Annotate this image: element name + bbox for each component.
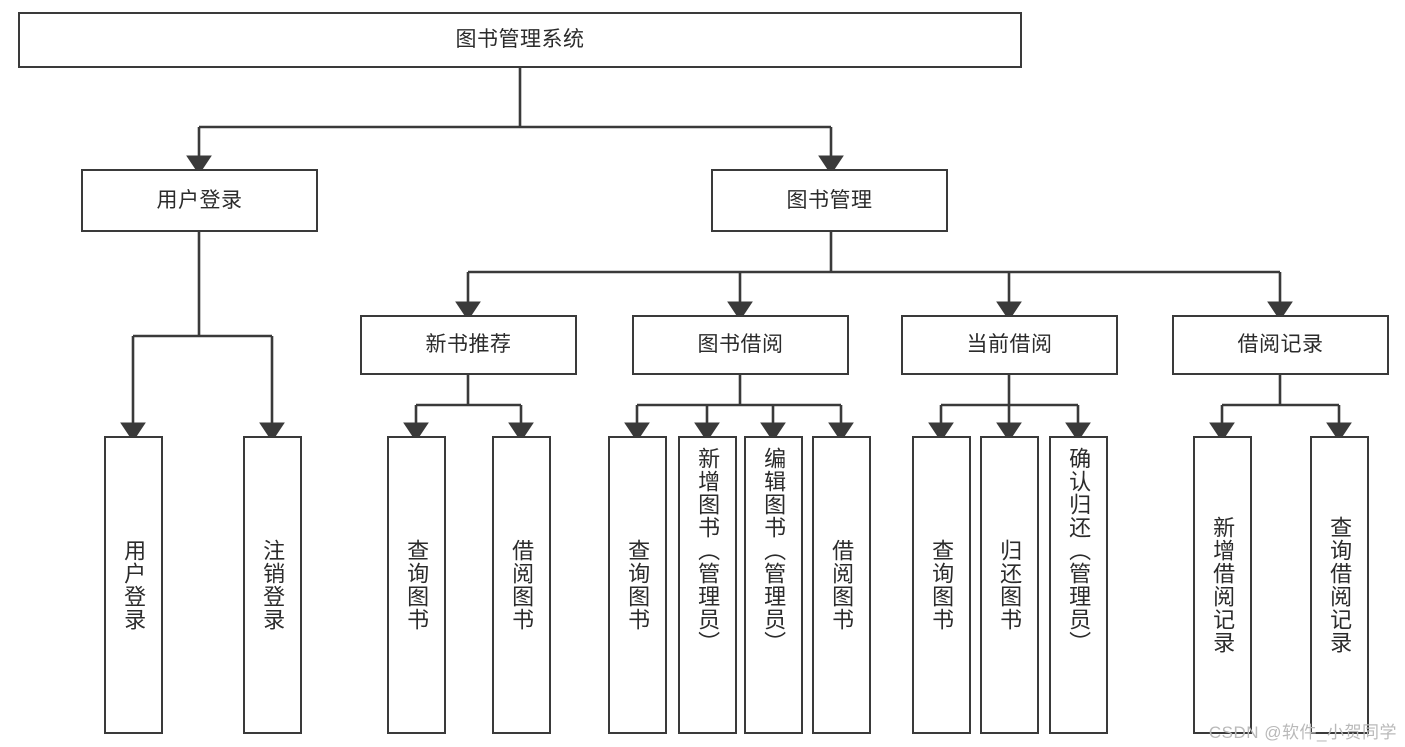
node-root-label: 图书管理系统 [455,28,585,52]
node-leaf-add-book[interactable]: 新增图书（管理员） [678,436,737,734]
node-user-login[interactable]: 用户登录 [81,169,318,232]
node-leaf-borrow-book-1[interactable]: 借阅图书 [492,436,551,734]
node-borrow-record[interactable]: 借阅记录 [1172,315,1389,375]
node-book-borrow[interactable]: 图书借阅 [632,315,849,375]
node-leaf-query-book-2-label: 查询图书 [625,539,651,631]
node-leaf-edit-book-label: 编辑图书（管理员） [761,447,787,654]
node-leaf-borrow-book-2-label: 借阅图书 [829,539,855,631]
node-leaf-query-book-1-label: 查询图书 [404,539,430,631]
node-leaf-logout[interactable]: 注销登录 [243,436,302,734]
node-leaf-return-book-label: 归还图书 [997,539,1023,631]
node-leaf-user-login[interactable]: 用户登录 [104,436,163,734]
node-root[interactable]: 图书管理系统 [18,12,1022,68]
node-book-manage-label: 图书管理 [786,188,873,212]
node-leaf-confirm-return-label: 确认归还（管理员） [1066,447,1092,654]
node-leaf-query-book-2[interactable]: 查询图书 [608,436,667,734]
node-leaf-user-login-label: 用户登录 [121,539,147,631]
node-leaf-query-book-3-label: 查询图书 [929,539,955,631]
node-borrow-record-label: 借阅记录 [1237,333,1324,357]
node-leaf-query-book-3[interactable]: 查询图书 [912,436,971,734]
node-current-borrow[interactable]: 当前借阅 [901,315,1118,375]
node-leaf-query-record-label: 查询借阅记录 [1327,516,1353,654]
node-leaf-add-record-label: 新增借阅记录 [1210,516,1236,654]
csdn-watermark: CSDN @软件_小贺同学 [1208,723,1397,742]
node-book-borrow-label: 图书借阅 [697,333,784,357]
node-leaf-borrow-book-1-label: 借阅图书 [509,539,535,631]
node-leaf-query-record[interactable]: 查询借阅记录 [1310,436,1369,734]
node-leaf-confirm-return[interactable]: 确认归还（管理员） [1049,436,1108,734]
node-leaf-borrow-book-2[interactable]: 借阅图书 [812,436,871,734]
node-new-book-rec[interactable]: 新书推荐 [360,315,577,375]
node-current-borrow-label: 当前借阅 [966,333,1053,357]
node-leaf-logout-label: 注销登录 [260,539,286,631]
node-leaf-add-record[interactable]: 新增借阅记录 [1193,436,1252,734]
node-user-login-label: 用户登录 [156,188,243,212]
node-new-book-rec-label: 新书推荐 [425,333,512,357]
node-leaf-add-book-label: 新增图书（管理员） [695,447,721,654]
node-leaf-query-book-1[interactable]: 查询图书 [387,436,446,734]
node-book-manage[interactable]: 图书管理 [711,169,948,232]
node-leaf-return-book[interactable]: 归还图书 [980,436,1039,734]
node-leaf-edit-book[interactable]: 编辑图书（管理员） [744,436,803,734]
